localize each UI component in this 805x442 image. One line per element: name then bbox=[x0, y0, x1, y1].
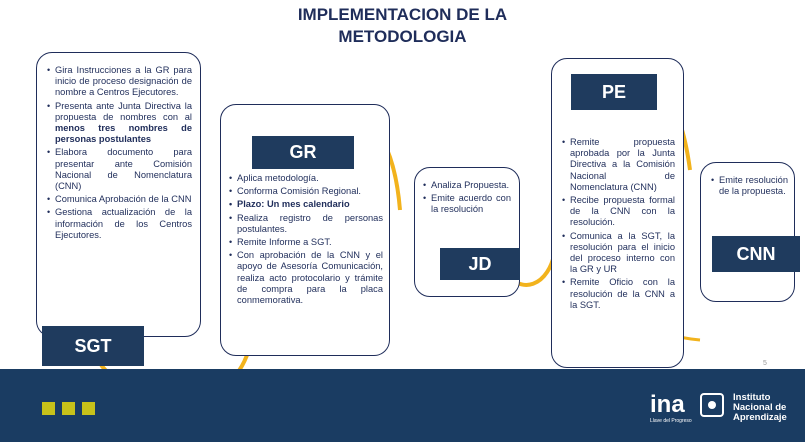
pe-label: PE bbox=[571, 74, 657, 110]
sgt-item-1: Gira Instrucciones a la GR para inicio d… bbox=[47, 65, 192, 99]
ina-org-line-2: Nacional de bbox=[733, 402, 787, 413]
ina-logo-icon: ina Llave del Progreso bbox=[650, 391, 724, 424]
ina-org-name: Instituto Nacional de Aprendizaje bbox=[733, 393, 787, 423]
sgt-label: SGT bbox=[42, 326, 144, 366]
jd-item-2: Emite acuerdo con la resolución bbox=[423, 193, 511, 215]
jd-label: JD bbox=[440, 248, 520, 280]
title-line-2: METODOLOGIA bbox=[338, 27, 467, 46]
sgt-item-4: Comunica Aprobación de la CNN bbox=[47, 194, 192, 205]
pe-list: Remite propuesta aprobada por la Junta D… bbox=[562, 137, 675, 311]
gr-item-3: Plazo: Un mes calendario bbox=[229, 199, 383, 210]
cnn-label: CNN bbox=[712, 236, 800, 272]
jd-item-1: Analiza Propuesta. bbox=[423, 180, 511, 191]
sgt-item-2: Presenta ante Junta Directiva la propues… bbox=[47, 101, 192, 146]
sgt-item-3: Elabora documento para presentar ante Co… bbox=[47, 147, 192, 192]
cnn-card: Emite resolución de la propuesta. bbox=[700, 162, 795, 302]
footer-bar: ina Llave del Progreso Instituto Naciona… bbox=[0, 369, 805, 442]
page-number: 5 bbox=[763, 360, 767, 367]
slide-title: IMPLEMENTACION DE LA METODOLOGIA bbox=[0, 4, 805, 48]
gr-label: GR bbox=[252, 136, 354, 169]
pe-item-1: Remite propuesta aprobada por la Junta D… bbox=[562, 137, 675, 193]
sgt-card: Gira Instrucciones a la GR para inicio d… bbox=[36, 52, 201, 337]
sgt-list: Gira Instrucciones a la GR para inicio d… bbox=[47, 65, 192, 241]
title-line-1: IMPLEMENTACION DE LA bbox=[297, 5, 508, 24]
pe-item-3: Comunica a la SGT, la resolución para el… bbox=[562, 231, 675, 276]
gr-item-4: Realiza registro de personas postulantes… bbox=[229, 213, 383, 235]
svg-text:Llave del Progreso: Llave del Progreso bbox=[650, 418, 692, 424]
svg-text:ina: ina bbox=[650, 391, 685, 418]
ina-org-line-1: Instituto bbox=[733, 392, 771, 403]
sgt-item-5: Gestiona actualización de la información… bbox=[47, 207, 192, 241]
jd-list: Analiza Propuesta. Emite acuerdo con la … bbox=[423, 180, 511, 216]
pe-item-4: Remite Oficio con la resolución de la CN… bbox=[562, 277, 675, 311]
gr-item-1: Aplica metodología. bbox=[229, 173, 383, 184]
gr-item-2: Conforma Comisión Regional. bbox=[229, 186, 383, 197]
cnn-item-1: Emite resolución de la propuesta. bbox=[711, 175, 788, 197]
ina-logo: ina Llave del Progreso bbox=[648, 388, 728, 429]
footer-square-3 bbox=[82, 402, 95, 415]
pe-item-2: Recibe propuesta formal de la CNN con la… bbox=[562, 195, 675, 229]
gr-card: Aplica metodología. Conforma Comisión Re… bbox=[220, 104, 390, 356]
cnn-list: Emite resolución de la propuesta. bbox=[711, 175, 788, 197]
footer-square-1 bbox=[42, 402, 55, 415]
footer-square-2 bbox=[62, 402, 75, 415]
gr-list: Aplica metodología. Conforma Comisión Re… bbox=[229, 173, 383, 306]
gr-item-5: Remite Informe a SGT. bbox=[229, 237, 383, 248]
gr-item-6: Con aprobación de la CNN y el apoyo de A… bbox=[229, 250, 383, 306]
ina-org-line-3: Aprendizaje bbox=[733, 412, 787, 423]
